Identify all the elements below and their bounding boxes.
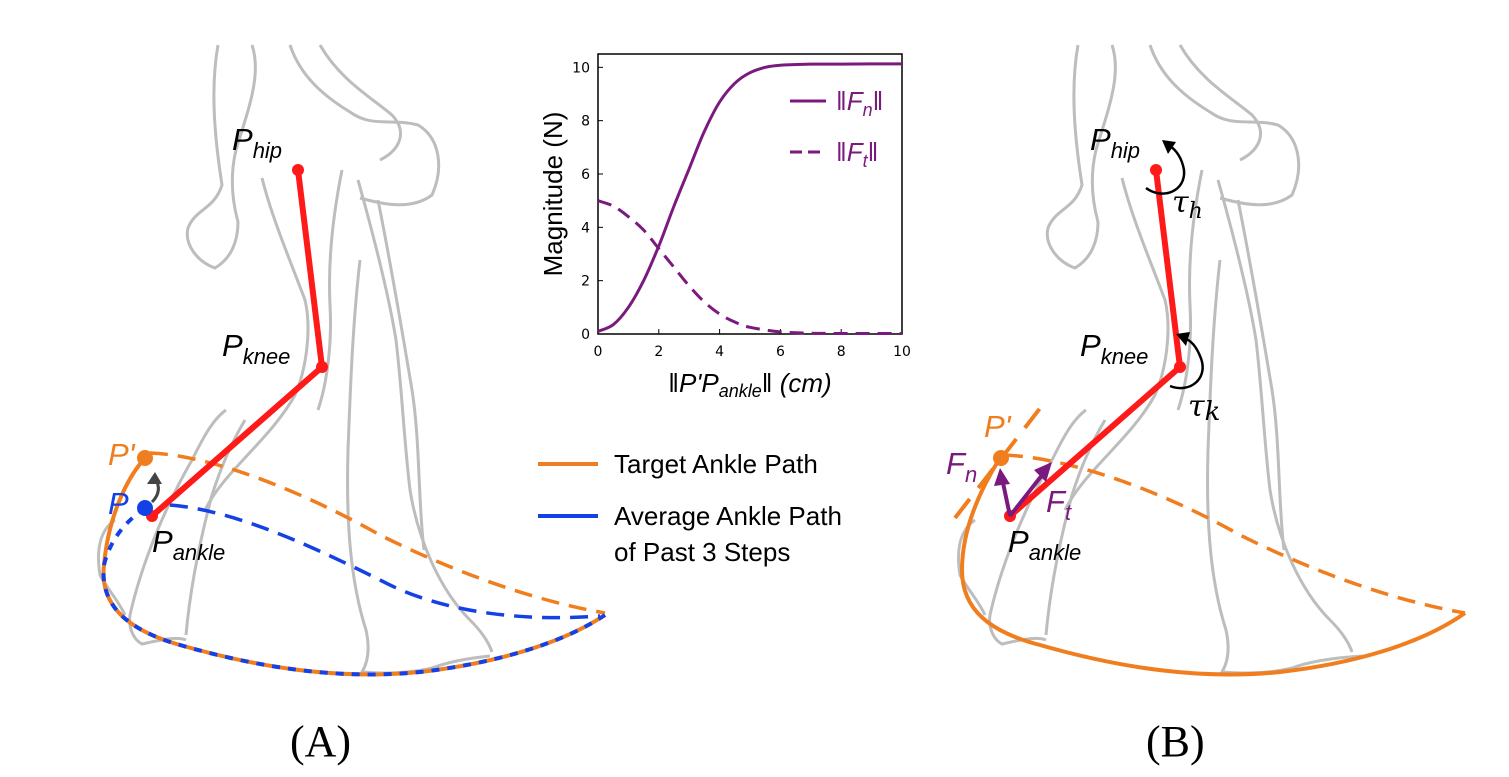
force-magnitude-chart: 0 2 4 6 8 10 0 2 4 6 8 10 Magnitude (N) ‖P'Pankle‖ … [538,53,911,401]
body-outline-a [97,44,494,675]
y-tick-label: 8 [581,114,590,130]
x-tick-label: 0 [594,344,603,360]
knee-joint-b [1174,361,1186,373]
label-p-a: P [108,486,129,521]
torque-hip-arrow [1145,144,1186,195]
average-path-dashed-a [169,503,601,620]
target-path-solid-b [959,456,1467,677]
x-tick-label: 6 [776,344,785,360]
label-tau-h: τh [1172,185,1203,224]
chart-legend-fn-label: ‖Fn‖ [836,86,883,120]
torque-knee-arrowhead [1176,332,1190,346]
y-tick-label: 10 [572,60,590,76]
panel-a: Phip Pknee Pankle P' P (A) [97,44,607,766]
label-p-prime-a: P' [108,437,136,472]
x-tick-label: 4 [715,344,724,360]
average-path-solid-a [101,506,607,677]
force-ft-arrow [1008,468,1048,518]
panel-label-a: (A) [290,717,351,766]
p-prime-point-b [993,450,1009,466]
force-ft-arrowhead [1034,462,1052,482]
x-tick-label: 2 [654,344,663,360]
x-tick-label: 8 [837,344,846,360]
p-point-a [137,500,153,516]
p-prime-point-a [137,450,153,466]
label-p-ankle-b: Pankle [1008,524,1081,565]
y-tick-label: 6 [581,167,590,183]
label-tau-k: τk [1188,389,1220,427]
torque-hip-arrowhead [1162,140,1176,154]
y-tick-label: 4 [581,220,590,236]
torque-knee-arrow [1169,336,1204,390]
legend-paths: Target Ankle Path Average Ankle Path of … [538,449,842,567]
hip-joint-b [1150,164,1162,176]
body-outline-b [957,44,1363,675]
series-fn-line [597,62,903,333]
x-tick-label: 10 [893,344,911,360]
chart-ylabel: Magnitude (N) [538,112,568,277]
knee-joint-a [316,361,328,373]
label-p-hip-a: Phip [232,122,282,163]
target-path-dashed-b [1004,453,1466,615]
legend-target-label: Target Ankle Path [614,449,818,479]
label-p-knee-a: Pknee [222,328,290,369]
y-tick-label: 2 [581,274,590,290]
target-path-tangent-b [953,396,1050,520]
label-p-ankle-a: Pankle [152,524,225,565]
legend-average-label-1: Average Ankle Path [614,501,842,531]
label-f-t: Ft [1046,484,1072,525]
chart-xlabel: ‖P'Pankle‖ (cm) [668,368,831,401]
label-p-knee-b: Pknee [1080,328,1148,369]
legend-average-label-2: of Past 3 Steps [614,537,790,567]
correction-arrowhead-a [147,472,162,484]
series-ft-line [597,199,902,335]
force-fn-arrowhead [994,468,1010,486]
chart-plot-frame [597,53,903,335]
chart-legend-ft-label: ‖Ft‖ [836,137,878,171]
y-tick-label: 0 [581,327,590,343]
label-p-hip-b: Phip [1090,122,1140,163]
label-p-prime-b: P' [984,409,1012,444]
panel-b: Phip Pknee Pankle P' τh τk Fn Ft (B) [946,44,1467,766]
panel-label-b: (B) [1146,717,1205,766]
label-f-n: Fn [946,446,977,487]
chart-ticks: 0 2 4 6 8 10 0 2 4 6 8 10 [572,60,911,360]
chart-series [597,62,903,335]
hip-joint-a [292,164,304,176]
